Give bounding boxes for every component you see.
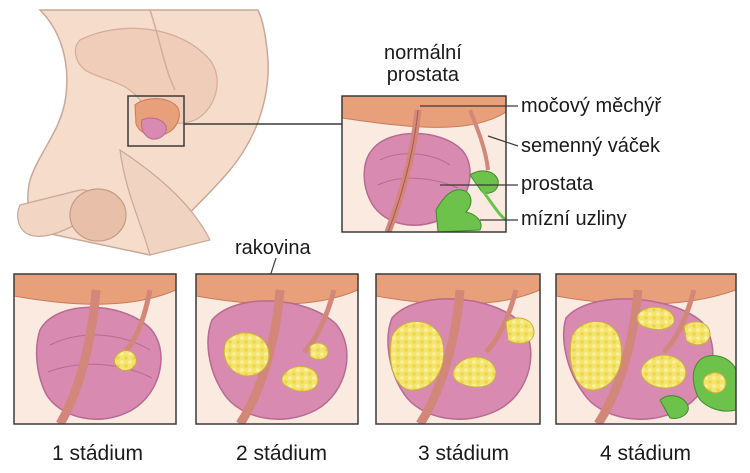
- stage-3-label: 3 stádium: [418, 442, 510, 465]
- normal-prostate-label-line1: normální: [384, 42, 462, 64]
- bladder-label: močový měchýř: [521, 95, 662, 117]
- cancer-label: rakovina: [235, 237, 311, 259]
- spine-curve: [149, 9, 176, 91]
- normal-prostate-label: normální prostata: [384, 42, 462, 86]
- pelvic-bone: [74, 27, 218, 124]
- normal-detail-frame: [341, 95, 507, 233]
- testis-shape: [69, 188, 127, 242]
- stage-4-label: 4 stádium: [600, 442, 692, 465]
- normal-prostate-label-line2: prostata: [386, 64, 460, 86]
- prostate-label: prostata: [521, 173, 594, 195]
- body-silhouette: [17, 9, 269, 256]
- normal-prostate-detail: [341, 95, 507, 233]
- pointer-vesicle: [487, 135, 519, 147]
- stage-panel-4: [555, 273, 737, 425]
- stage-panel-1: [13, 273, 177, 425]
- stage-2-label: 2 stádium: [236, 442, 328, 465]
- lymph-nodes-label: mízní uzliny: [521, 208, 627, 230]
- seminal-vesicle-label: semenný váček: [521, 135, 660, 157]
- stage-panel-2: [195, 273, 359, 425]
- stage-1-label: 1 stádium: [52, 442, 144, 465]
- overview-highlight-box: [127, 95, 185, 147]
- stage-panel-3: [375, 273, 541, 425]
- thigh: [119, 148, 211, 256]
- prostate-overview: [141, 117, 167, 140]
